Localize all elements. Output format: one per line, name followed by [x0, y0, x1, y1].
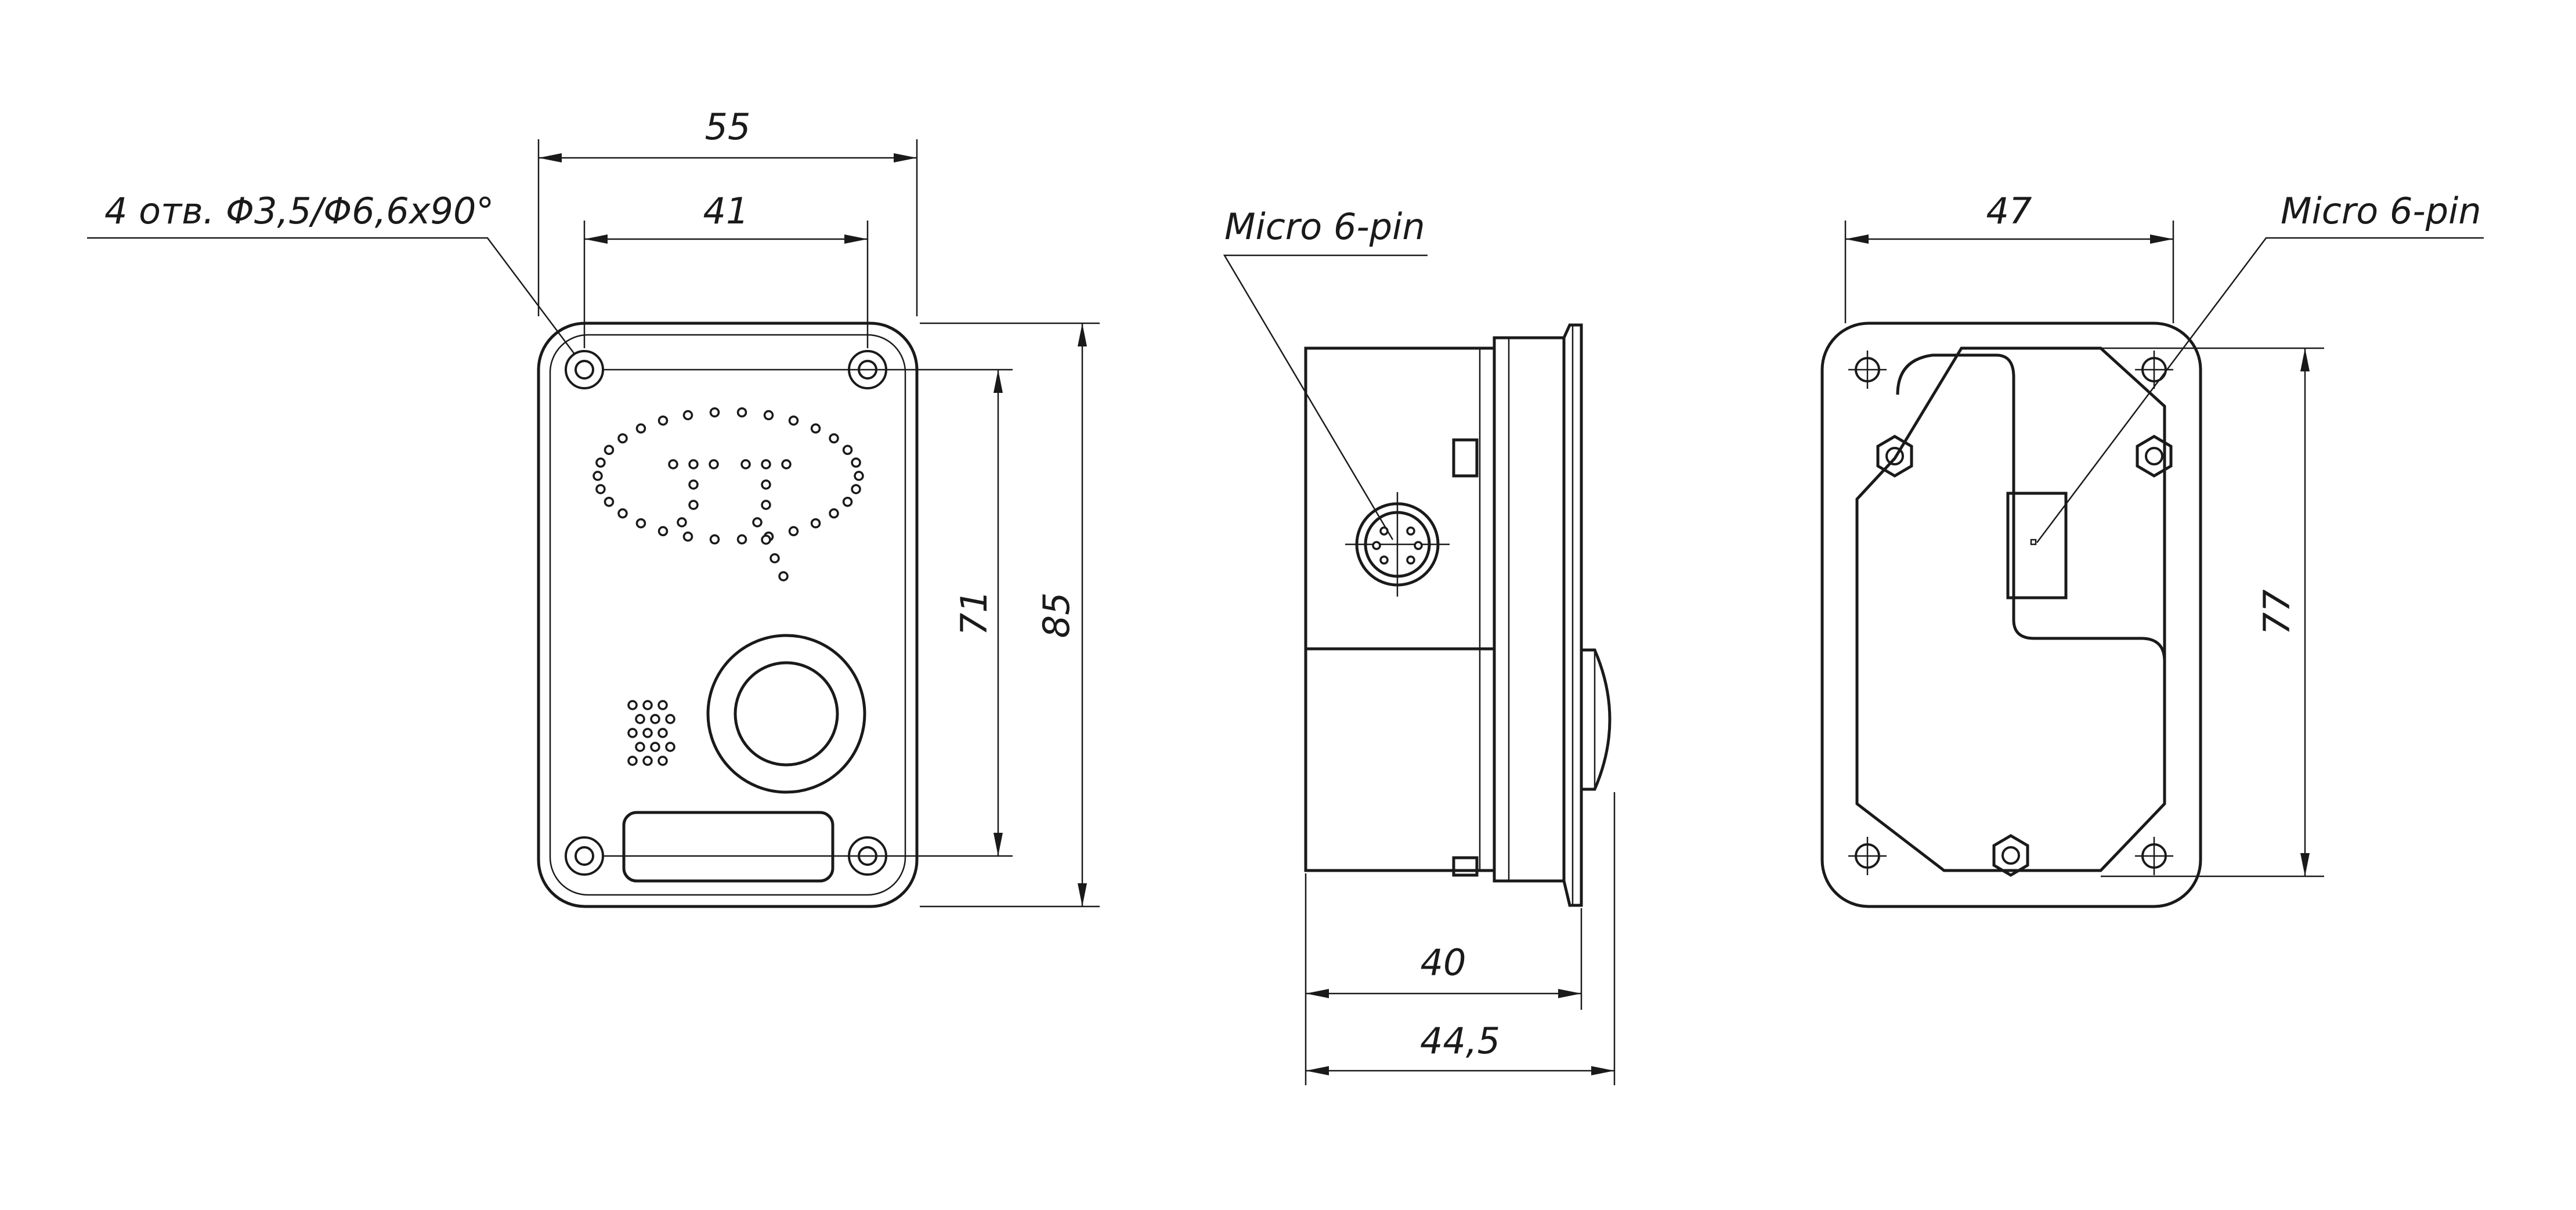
front-plate-outer	[537, 322, 919, 908]
logo-dot	[740, 459, 751, 469]
logo-dot	[617, 508, 628, 519]
logo-dot	[810, 518, 821, 529]
logo-dot	[604, 496, 615, 507]
logo-dot	[668, 459, 678, 469]
dim-width-outer: 55	[705, 106, 751, 148]
logo-dot	[788, 415, 799, 426]
logo-dot	[709, 534, 720, 545]
speaker-hole	[635, 714, 645, 724]
speaker-hole	[642, 700, 653, 710]
logo-dot	[781, 459, 792, 469]
side-view: Micro 6-pin 40 44,5	[1223, 205, 1616, 1085]
logo-dot	[709, 459, 719, 469]
logo-dot	[592, 471, 603, 481]
logo-dot	[736, 407, 747, 418]
logo-dot	[604, 445, 615, 456]
back-screw	[2135, 351, 2173, 389]
logo-dot	[657, 526, 669, 537]
logo-dot	[842, 496, 853, 507]
logo-dot	[677, 517, 687, 528]
logo-dot	[851, 484, 861, 494]
logo-dot	[842, 445, 853, 456]
dim-back-height: 77	[2256, 590, 2298, 635]
dim-depth-total: 44,5	[1420, 1020, 1500, 1062]
dim-height-outer: 85	[1035, 593, 1078, 638]
logo-dot	[763, 410, 774, 421]
logo-dot	[752, 517, 763, 528]
note-mounting-holes: 4 отв. Φ3,5/Φ6,6x90°	[104, 190, 494, 232]
logo-dot	[761, 534, 771, 545]
logo-dot	[810, 423, 821, 434]
logo-dot	[854, 471, 864, 481]
logo-dot	[595, 457, 606, 468]
logo-dot	[688, 459, 699, 469]
speaker-hole	[642, 756, 653, 766]
hex-nut	[1876, 435, 1913, 478]
speaker-hole	[657, 728, 668, 738]
mounting-hole	[565, 836, 604, 876]
side-flange	[1493, 336, 1566, 883]
speaker-hole	[665, 742, 675, 752]
logo-dot	[736, 534, 747, 545]
speaker-grille	[627, 700, 675, 766]
back-view: Micro 6-pin 47 77	[1820, 190, 2484, 908]
logo-dot	[761, 500, 771, 510]
name-plate-window	[622, 811, 834, 883]
speaker-hole	[627, 756, 638, 766]
logo-dot	[682, 531, 693, 542]
speaker-hole	[650, 714, 660, 724]
back-connector-block	[2006, 492, 2068, 599]
speaker-hole	[665, 714, 675, 724]
call-button	[706, 634, 866, 794]
back-screw	[2135, 837, 2173, 875]
logo-dot	[829, 508, 839, 519]
back-screw	[1848, 351, 1887, 389]
logo-dot	[761, 459, 771, 469]
back-housing-contour	[1855, 346, 2166, 872]
logo-dot	[829, 433, 839, 444]
speaker-hole	[657, 756, 668, 766]
speaker-hole	[650, 742, 660, 752]
logo-dot	[688, 479, 699, 490]
dim-height-holes: 71	[953, 590, 995, 636]
button-dome	[1581, 648, 1612, 791]
dotted-logo	[592, 407, 864, 581]
side-connector-label: Micro 6-pin	[1224, 205, 1425, 248]
logo-dot	[709, 407, 720, 418]
mounting-hole	[565, 350, 604, 389]
logo-dot	[617, 433, 628, 444]
logo-dot	[778, 571, 789, 581]
back-connector-label: Micro 6-pin	[2281, 190, 2481, 232]
hex-nut	[1992, 834, 2029, 877]
front-plate-inner	[549, 334, 906, 896]
dim-width-holes: 41	[703, 190, 749, 232]
speaker-hole	[657, 700, 668, 710]
side-housing	[1304, 346, 1496, 872]
logo-dot	[851, 457, 861, 468]
back-screw	[1848, 837, 1887, 875]
logo-dot	[595, 484, 606, 494]
front-view: 55 41 71 85 4 отв. Φ3,5/Φ6,6x90°	[87, 106, 1100, 908]
dim-depth-body: 40	[1421, 941, 1466, 984]
logo-dot	[688, 500, 699, 510]
speaker-hole	[642, 728, 653, 738]
logo-dot	[769, 553, 780, 564]
front-lip	[1562, 323, 1583, 907]
logo-dot	[657, 415, 669, 426]
logo-dot	[682, 410, 693, 421]
speaker-hole	[635, 742, 645, 752]
speaker-hole	[627, 700, 638, 710]
back-plate-outer	[1820, 322, 2202, 908]
logo-dot	[635, 518, 646, 529]
logo-dot	[635, 423, 646, 434]
speaker-hole	[627, 728, 638, 738]
hex-nut	[2136, 435, 2173, 478]
logo-dot	[761, 479, 771, 490]
dim-back-width: 47	[1986, 190, 2032, 232]
connector-micro-6pin	[1345, 492, 1450, 597]
logo-dot	[788, 526, 799, 537]
